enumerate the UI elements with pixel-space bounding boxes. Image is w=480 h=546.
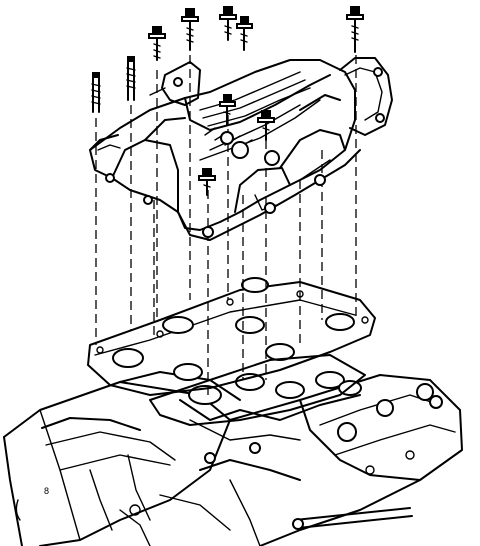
part-label: 8: [44, 486, 49, 496]
studs: [91, 56, 136, 113]
stud-1: [91, 72, 101, 113]
bolt-6: [219, 94, 236, 126]
engine-block: [3, 371, 463, 546]
stud-2: [126, 56, 136, 101]
bolts: [148, 6, 364, 196]
bolt-8: [198, 168, 216, 196]
bolt-2: [181, 8, 199, 51]
bolt-7: [257, 110, 275, 141]
bolt-3: [219, 6, 237, 41]
bolt-4: [236, 16, 253, 51]
intake-manifold: [89, 57, 393, 241]
bolt-1: [148, 26, 166, 61]
bolt-5: [346, 6, 364, 53]
